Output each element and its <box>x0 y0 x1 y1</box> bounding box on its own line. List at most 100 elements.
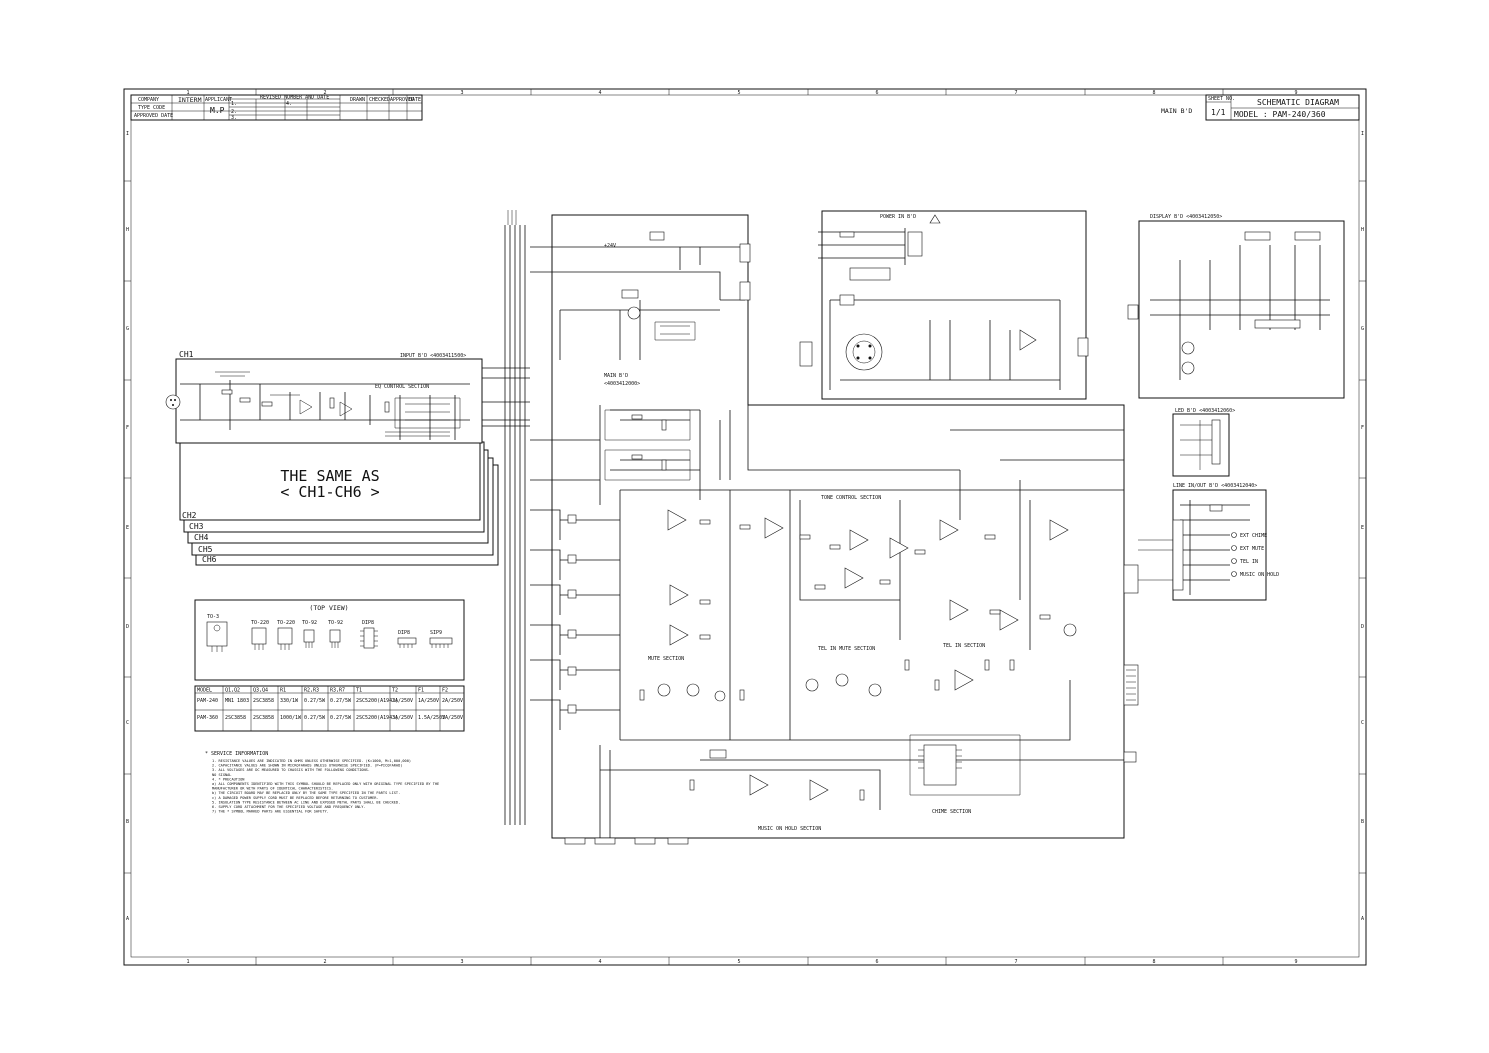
chime-section-label: CHIME SECTION <box>932 809 971 815</box>
rev-row: 4. <box>286 101 292 107</box>
applicant-value: M.P <box>210 106 225 115</box>
main-board-power: +24V <box>604 243 616 249</box>
board-name: MAIN B'D <box>1161 107 1192 115</box>
outer-frame <box>123 88 1367 966</box>
table-cell: 1A/250V <box>418 698 439 704</box>
package-label: TO-220 <box>277 620 295 626</box>
notes-heading: * SERVICE INFORMATION <box>205 751 268 757</box>
grid-row-label: E <box>126 525 129 531</box>
company-label: COMPANY <box>138 97 159 103</box>
grid-col-label: 4 <box>598 959 601 965</box>
table-cell: 0.27/5W <box>304 715 326 721</box>
package-label: SIP9 <box>430 630 442 636</box>
package-label: TO-92 <box>328 620 343 626</box>
channel-label-ch4: CH4 <box>194 533 209 542</box>
table-header: Q1,Q2 <box>225 688 240 694</box>
note-line: 3. ALL VOLTAGES ARE DC MEASURED TO CHASS… <box>212 768 370 772</box>
channel-label-ch3: CH3 <box>189 522 204 531</box>
company-value: INTERM <box>178 96 202 104</box>
table-cell: 2A/250V <box>442 698 463 704</box>
service-notes: * SERVICE INFORMATION 1. RESISTANCE VALU… <box>205 751 439 814</box>
grid-col-label: 9 <box>1294 90 1297 96</box>
table-header: F1 <box>418 688 424 694</box>
date-label: DATE <box>409 97 421 103</box>
note-line: 1. RESISTANCE VALUES ARE INDICATED IN OH… <box>212 759 411 763</box>
power-board-title: POWER IN B'D <box>880 214 916 220</box>
grid-row-label: I <box>126 131 129 137</box>
grid-col-label: 3 <box>460 90 463 96</box>
grid-col-label: 8 <box>1152 90 1155 96</box>
table-header: T1 <box>356 688 362 694</box>
table-cell: PAM-360 <box>197 715 218 721</box>
table-cell: 2SC3858 <box>225 715 246 721</box>
tel-in-section-label: TEL IN SECTION <box>943 643 985 649</box>
line-label-music: MUSIC ON HOLD <box>1240 572 1279 578</box>
input-board: CH6 CH5 CH4 CH3 CH2 THE SAME AS < CH1-CH… <box>165 350 499 566</box>
table-cell: 0.27/5W <box>330 715 352 721</box>
table-header: R1 <box>280 688 286 694</box>
table-cell: 2A/250V <box>392 698 413 704</box>
channel-label-ch5: CH5 <box>198 545 213 554</box>
signal-bus <box>482 210 530 825</box>
channel-label-ch6: CH6 <box>202 555 217 564</box>
grid-row-label: H <box>1361 227 1364 233</box>
grid-col-label: 7 <box>1014 90 1017 96</box>
led-board-title: LED B'D <4003412060> <box>1175 408 1235 414</box>
grid-row-label: H <box>126 227 129 233</box>
grid-col-label: 8 <box>1152 959 1155 965</box>
table-header: R3,R7 <box>330 688 345 694</box>
inner-frame <box>130 94 1360 958</box>
grid-col-label: 4 <box>598 90 601 96</box>
package-label: DIP8 <box>362 620 374 626</box>
music-section-label: MUSIC ON HOLD SECTION <box>758 826 821 832</box>
grid-col-label: 9 <box>1294 959 1297 965</box>
doc-title: SCHEMATIC DIAGRAM <box>1257 98 1339 107</box>
note-line: c) A DAMAGED POWER SUPPLY CORD MUST BE R… <box>212 796 379 800</box>
line-label-ext-chime: EXT CHIME <box>1240 533 1267 539</box>
display-board: DISPLAY B'D <4003412050> <box>1127 214 1345 399</box>
table-cell: 2SC5200(A1943) <box>356 715 398 721</box>
grid-row-label: C <box>126 720 129 726</box>
display-board-title: DISPLAY B'D <4003412050> <box>1150 214 1222 220</box>
table-cell: 3A/250V <box>442 715 463 721</box>
grid-row-label: I <box>1361 131 1364 137</box>
rev-row: 1. <box>231 101 237 107</box>
table-cell: 3A/250V <box>392 715 413 721</box>
eq-section-label: EQ CONTROL SECTION <box>375 384 429 390</box>
sheet-no: 1/1 <box>1211 108 1226 117</box>
package-label: DIP8 <box>398 630 410 636</box>
grid-col-label: 5 <box>737 90 740 96</box>
note-line: 7) THE * SYMBOL MARKED PARTS ARE ESSENTI… <box>212 810 329 814</box>
table-cell: 330/1W <box>280 698 299 704</box>
table-cell: 2SC5200(A1943) <box>356 698 398 704</box>
note-line: b) THE CIRCUIT BOARD MAY BE REPLACED ONL… <box>212 791 400 795</box>
tel-mute-section-label: TEL IN MUTE SECTION <box>818 646 875 652</box>
note-line: 4. * PRECAUTION <box>212 777 244 781</box>
same-as-line2: < CH1-CH6 > <box>280 483 379 501</box>
note-line: a) ALL COMPONENTS IDENTIFIED WITH THIS S… <box>212 782 439 786</box>
grid-col-label: 6 <box>875 959 878 965</box>
table-cell: 2SC3858 <box>253 698 274 704</box>
grid-row-label: D <box>1361 624 1364 630</box>
grid-row-label: F <box>126 425 129 431</box>
line-label-tel-in: TEL IN <box>1240 559 1258 565</box>
approved-label: APPROVED <box>390 97 414 103</box>
grid-col-label: 7 <box>1014 959 1017 965</box>
package-label: TO-92 <box>302 620 317 626</box>
main-board-part: <4003412000> <box>604 381 640 387</box>
revised-label: REVISED NUMBER AND DATE <box>260 95 329 101</box>
grid-col-label: 6 <box>875 90 878 96</box>
title-block-right: MAIN B'D SHEET NO. 1/1 SCHEMATIC DIAGRAM… <box>1161 94 1360 121</box>
table-header: MODEL <box>197 688 212 694</box>
grid-row-label: F <box>1361 425 1364 431</box>
table-cell: 0.27/5W <box>304 698 326 704</box>
grid-col-label: 2 <box>323 90 326 96</box>
table-cell: 0.27/5W <box>330 698 352 704</box>
table-cell: 2SC3858 <box>253 715 274 721</box>
rev-row: 2. <box>231 109 237 115</box>
channel-label-ch1: CH1 <box>179 350 194 359</box>
